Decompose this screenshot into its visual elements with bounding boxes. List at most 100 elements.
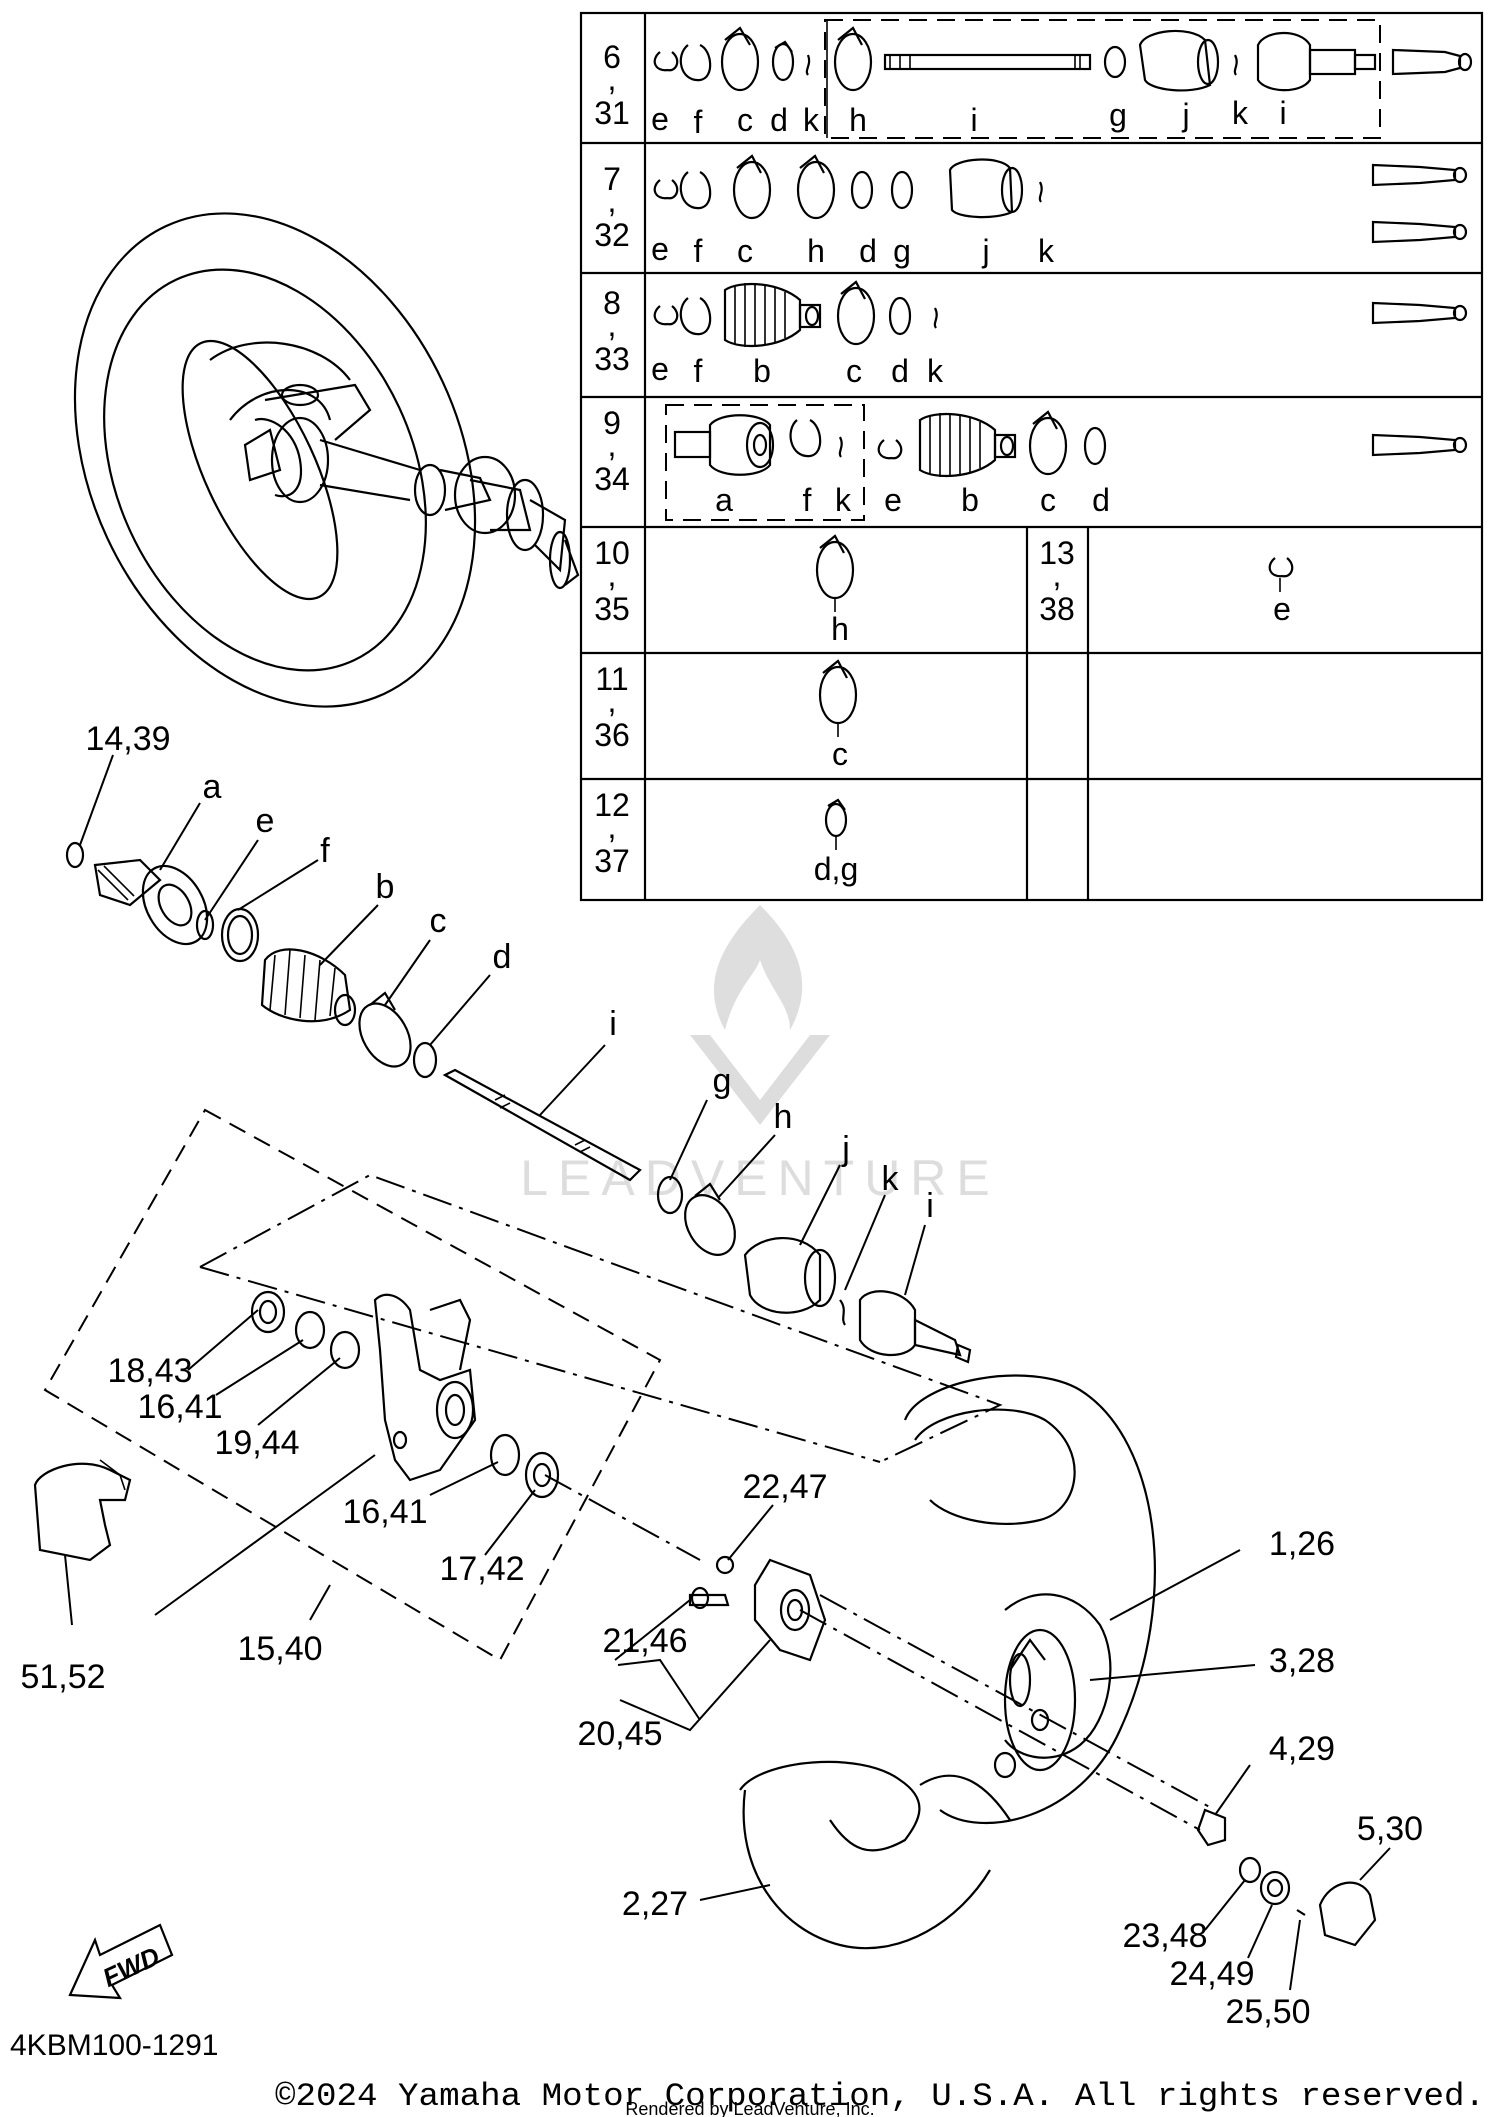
label-table-rows-0-letters-2: c: [737, 102, 753, 138]
callout-22-47: 22,47: [742, 1468, 827, 1506]
label-table-rows-0-letters-9: k: [1232, 95, 1249, 131]
label-table-rows-1-ref-1: ,: [608, 183, 617, 219]
label-table-rows-0-letters-6: i: [970, 102, 977, 138]
callout-c: c: [430, 902, 447, 940]
label-table-rows-3-ref-0: 9: [603, 405, 621, 441]
label-table-rows-0-ref-2: 31: [594, 95, 630, 131]
callout-h: h: [774, 1098, 793, 1136]
label-table-rows-0-ref-1: ,: [608, 61, 617, 97]
label-table-rows-4-ref2-1: ,: [1053, 557, 1062, 593]
row-6-31-parts: e f c d k h i g j k i: [651, 19, 1473, 140]
table-row-ref-9-34: 9 , 34: [594, 405, 630, 497]
callout-j: j: [841, 1130, 850, 1168]
callout-2-27: 2,27: [622, 1885, 688, 1923]
row-10-35-parts: h e: [815, 534, 1294, 647]
label-table-rows-1-letters-2: c: [737, 233, 753, 269]
row-7-32-parts: e f c h d g j k: [651, 154, 1468, 269]
label-table-rows-4-ref2-0: 13: [1039, 535, 1075, 571]
callout-19-44: 19,44: [214, 1424, 299, 1462]
label-table-rows-0-letters-4: k: [803, 102, 820, 138]
label-table-rows-5-letters-0: c: [832, 736, 848, 772]
table-row-ref-8-33: 8 , 33: [594, 285, 630, 377]
callout-d: d: [493, 938, 512, 976]
table-row-ref-10-35: 10 , 35: [594, 535, 630, 627]
callout-1-26: 1,26: [1269, 1525, 1335, 1563]
label-table-rows-2-letters-2: b: [753, 353, 771, 389]
callout-24-49: 24,49: [1169, 1955, 1254, 1993]
label-table-rows-0-letters-0: e: [651, 101, 669, 137]
label-table-rows-4-ref-1: ,: [608, 557, 617, 593]
label-table-rows-2-letters-1: f: [694, 353, 703, 389]
label-table-rows-5-ref-0: 11: [595, 661, 628, 697]
label-table-rows-1-letters-6: j: [981, 233, 989, 269]
fwd-arrow: FWD: [68, 1923, 174, 2000]
callout-16-41a: 16,41: [137, 1388, 222, 1426]
callout-17-42: 17,42: [439, 1550, 524, 1588]
watermark: LEADVENTURE: [520, 905, 990, 1206]
label-table-rows-3-letters-3: e: [884, 482, 902, 518]
label-table-rows-5-ref-1: ,: [608, 683, 617, 719]
label-table-rows-0-letters-10: i: [1279, 95, 1286, 131]
callout-18-43: 18,43: [107, 1352, 192, 1390]
label-table-rows-1-letters-4: d: [859, 233, 877, 269]
label-table-rows-1-letters-1: f: [694, 233, 703, 269]
leader-lines: [64, 754, 1391, 1991]
callout-e: e: [256, 802, 275, 840]
label-table-rows-3-ref-1: ,: [608, 427, 617, 463]
label-table-rows-4-ref2-2: 38: [1039, 591, 1075, 627]
callout-b: b: [376, 868, 395, 906]
callout-i2: i: [926, 1187, 934, 1225]
callout-labels: 14,39 a e f b c d i g h j k i 18,43 16,4…: [20, 720, 1423, 2031]
callout-15-40: 15,40: [237, 1630, 322, 1668]
label-table-rows-3-letters-6: d: [1092, 482, 1110, 518]
label-table-rows-2-letters-0: e: [651, 351, 669, 387]
label-table-rows-3-letters-5: c: [1040, 482, 1056, 518]
table-row-ref-6-31: 6 , 31: [594, 39, 630, 131]
label-table-rows-6-ref-1: ,: [608, 809, 617, 845]
knuckle-assembly: [33, 1108, 1003, 1662]
callout-5-30: 5,30: [1357, 1810, 1423, 1848]
label-table-rows-0-letters-7: g: [1109, 97, 1127, 133]
fwd-label: FWD: [98, 1941, 165, 1993]
row-8-33-parts: e f b c d k: [651, 280, 1468, 389]
label-table-rows-2-ref-2: 33: [594, 341, 630, 377]
label-table-rows-4-ref-2: 35: [594, 591, 630, 627]
label-table-rows-2-ref-0: 8: [603, 285, 621, 321]
row-12-37-parts: d,g: [814, 798, 858, 887]
label-table-rows-6-letters-0: d,g: [814, 851, 858, 887]
diagram-id: 4KBM100-1291: [10, 2029, 218, 2062]
table-row-ref-12-37: 12 , 37: [594, 787, 630, 879]
label-table-rows-3-letters-0: a: [715, 482, 733, 518]
label-table-rows-0-ref-0: 6: [603, 39, 621, 75]
callout-4-29: 4,29: [1269, 1730, 1335, 1768]
callout-16-41b: 16,41: [342, 1493, 427, 1531]
label-table-rows-2-letters-5: k: [927, 353, 944, 389]
label-table-rows-0-letters-1: f: [694, 104, 703, 140]
label-table-rows-3-ref-2: 34: [594, 461, 630, 497]
callout-25-50: 25,50: [1225, 1993, 1310, 2031]
label-table-rows-4-letters-0: h: [831, 611, 849, 647]
label-table-rows-0-letters-3: d: [770, 102, 788, 138]
label-table-rows-1-letters-3: h: [807, 233, 825, 269]
exploded-driveshaft: [65, 841, 972, 1364]
label-table-rows-0-letters-8: j: [1181, 97, 1189, 133]
callout-23-48: 23,48: [1122, 1917, 1207, 1955]
table-row-ref-11-36: 11 , 36: [594, 661, 630, 753]
label-table-rows-4-letters2-0: e: [1273, 591, 1291, 627]
label-table-rows-2-letters-3: c: [846, 353, 862, 389]
label-table-rows-2-ref-1: ,: [608, 307, 617, 343]
label-table-rows-0-letters-5: h: [849, 102, 867, 138]
callout-f: f: [320, 832, 330, 870]
label-table-rows-1-ref-0: 7: [603, 161, 621, 197]
callout-g: g: [713, 1062, 732, 1100]
callout-3-28: 3,28: [1269, 1642, 1335, 1680]
label-table-rows-1-letters-5: g: [893, 233, 911, 269]
label-table-rows-1-ref-2: 32: [594, 217, 630, 253]
label-table-rows-2-letters-4: d: [891, 353, 909, 389]
table-row-ref-13-38: 13 , 38: [1039, 535, 1075, 627]
label-table-rows-3-letters-2: k: [835, 482, 852, 518]
label-table-rows-4-ref-0: 10: [594, 535, 630, 571]
label-table-rows-6-ref-0: 12: [594, 787, 630, 823]
row-9-34-parts: a f k e b c d: [665, 404, 1468, 521]
